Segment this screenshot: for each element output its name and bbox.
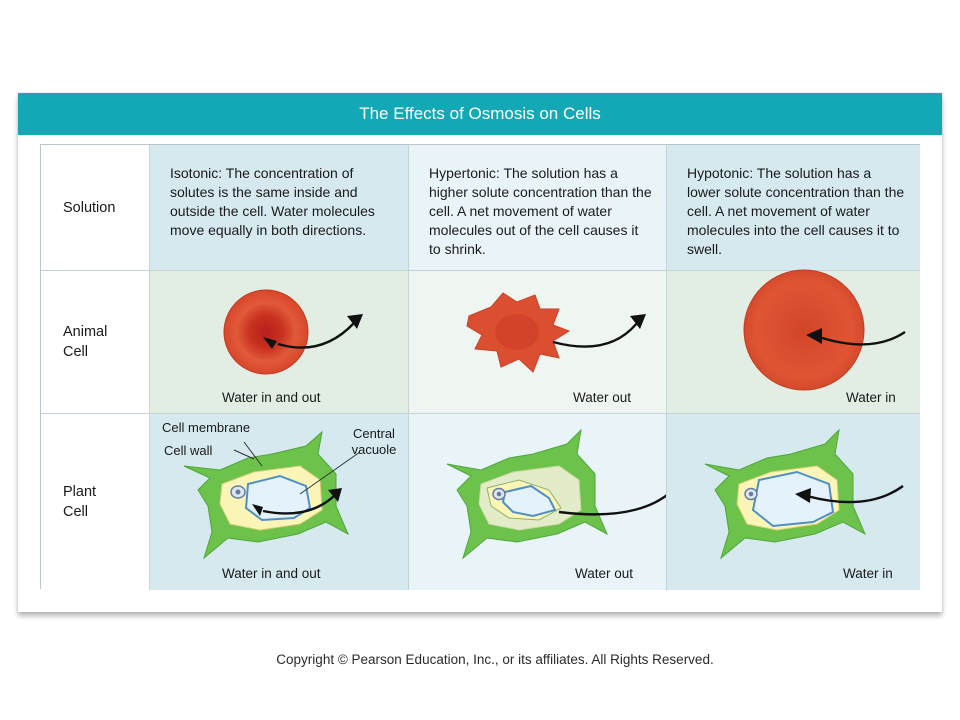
row-label-plant-cell: Plant Cell — [41, 413, 150, 590]
osmosis-figure: The Effects of Osmosis on Cells Solution… — [18, 93, 942, 612]
hypotonic-plant-diagram — [704, 428, 904, 560]
hypertonic-description: Hypertonic: The solution has a higher so… — [408, 145, 666, 270]
hypotonic-plant-cell: Water in — [666, 413, 920, 590]
isotonic-plant-diagram — [183, 430, 361, 560]
hypertonic-plant-caption: Water out — [575, 566, 634, 581]
isotonic-animal-caption: Water in and out — [222, 390, 321, 405]
row-label-animal-cell: Animal Cell — [41, 270, 150, 413]
cell-wall-label: Cell wall — [164, 443, 213, 458]
isotonic-red-blood-cell — [223, 289, 363, 375]
copyright-notice: Copyright © Pearson Education, Inc., or … — [276, 652, 714, 667]
hypertonic-plant-diagram — [446, 428, 681, 560]
hypertonic-shrunken-cell — [466, 292, 646, 373]
hypotonic-animal-cell: Water in — [666, 269, 920, 413]
osmosis-table: Solution Animal Cell Plant Cell Isotonic… — [40, 144, 920, 590]
central-vacuole-label: Central vacuole — [351, 426, 397, 457]
hypertonic-plant-cell: Water out — [408, 413, 681, 590]
hypertonic-animal-caption: Water out — [573, 390, 632, 405]
hypotonic-description: Hypotonic: The solution has a lower solu… — [666, 145, 920, 270]
hypertonic-animal-cell: Water out — [408, 270, 666, 413]
hypotonic-swollen-cell — [743, 269, 906, 391]
hypotonic-plant-caption: Water in — [843, 566, 893, 581]
isotonic-animal-cell: Water in and out — [150, 270, 408, 413]
cell-membrane-label: Cell membrane — [162, 420, 251, 435]
figure-title: The Effects of Osmosis on Cells — [18, 93, 942, 135]
row-label-solution: Solution — [41, 145, 150, 270]
hypotonic-animal-caption: Water in — [846, 390, 896, 405]
isotonic-description: Isotonic: The concentration of solutes i… — [150, 145, 408, 270]
isotonic-plant-cell: Cell membrane Cell wall Central vacuole … — [150, 413, 408, 590]
isotonic-plant-caption: Water in and out — [222, 566, 321, 581]
